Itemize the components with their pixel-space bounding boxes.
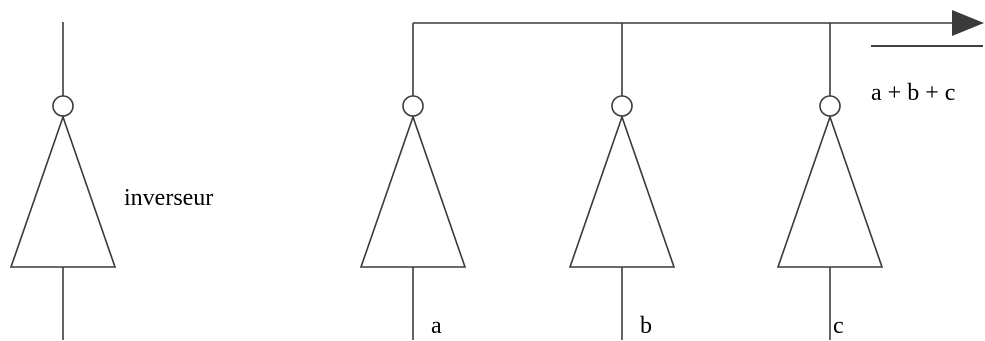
gate-c [776,23,884,340]
gate-a [359,23,467,340]
inverter-bubble [52,95,74,117]
gate-b-bubble [611,95,633,117]
output-label: a + b + c [871,80,955,106]
inverter-triangle [9,114,117,268]
gate-b-triangle [568,114,676,268]
gate-b-input-label: b [640,313,652,339]
gate-c-bubble [819,95,841,117]
gate-c-input-label: c [833,313,844,339]
output-bus [413,10,984,47]
gate-b [568,23,676,340]
standalone-inverter [9,22,117,340]
inverter-label: inverseur [124,185,213,211]
gate-a-input-label: a [431,313,442,339]
arrow-head-icon [952,10,984,36]
gate-c-triangle [776,114,884,268]
gate-a-triangle [359,114,467,268]
gate-a-bubble [402,95,424,117]
